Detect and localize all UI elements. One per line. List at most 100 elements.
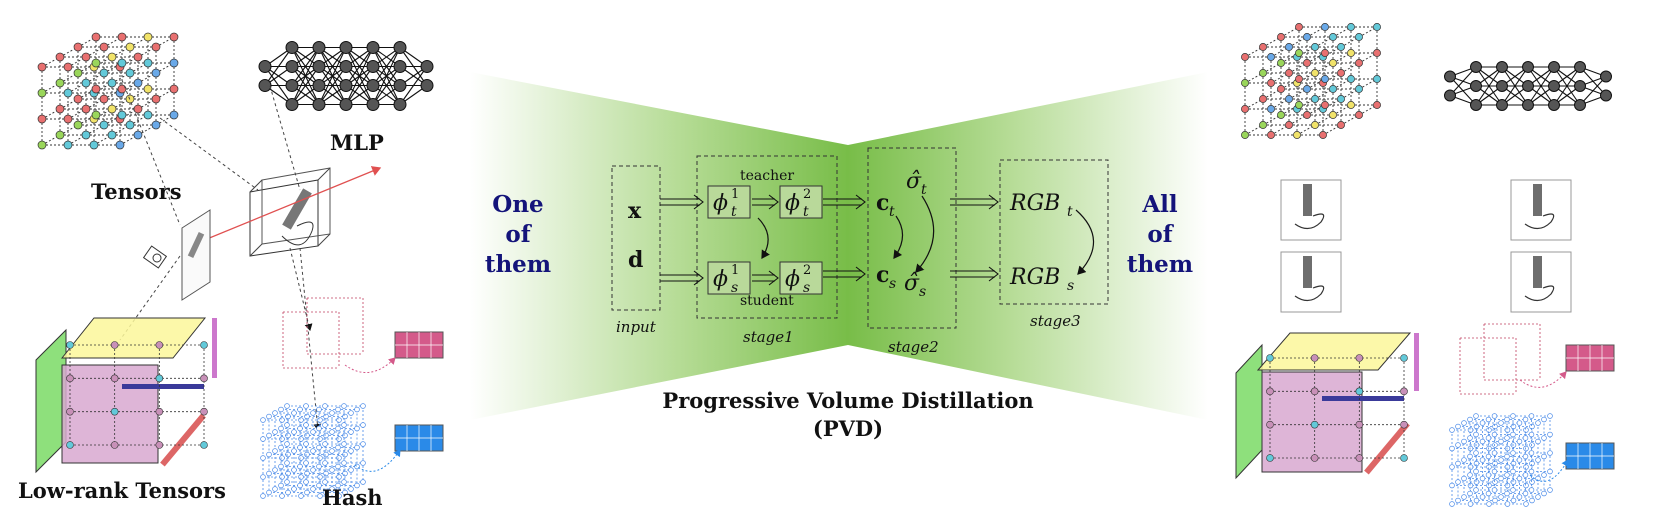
hash-node <box>1486 445 1492 452</box>
mlp-node <box>366 98 380 111</box>
tensors-label: Tensors <box>91 179 182 204</box>
hash-node <box>303 422 309 428</box>
svg-text:All: All <box>1141 191 1178 218</box>
grid-node <box>1355 454 1364 462</box>
hash-lookup-arrow <box>1529 459 1569 482</box>
hash-node <box>1528 413 1535 419</box>
hash-node <box>1486 482 1492 489</box>
pen-shape <box>1533 184 1542 216</box>
hash-node <box>354 425 360 432</box>
hash-node <box>260 474 266 480</box>
mlp-node <box>285 41 299 54</box>
mlp-node <box>1522 80 1534 92</box>
lattice-node <box>1277 33 1285 41</box>
mlp-edge <box>1449 66 1477 96</box>
lattice-node <box>91 84 101 94</box>
lattice-node <box>1295 75 1303 83</box>
lattice-node <box>107 78 117 88</box>
hash-node <box>1492 460 1498 467</box>
hash-node <box>303 479 309 485</box>
input-box <box>611 165 661 311</box>
one-of-them-text: One of them <box>485 191 551 278</box>
hash-node <box>316 482 322 489</box>
mlp-edge <box>1579 76 1607 106</box>
hash-node <box>1541 435 1547 441</box>
hash-node <box>336 493 342 499</box>
hash-node <box>1473 479 1480 485</box>
mlp-node <box>312 60 326 73</box>
hash-node <box>284 479 290 485</box>
mlp-network-icon-right <box>1444 61 1612 111</box>
hash-node <box>272 448 278 454</box>
lattice-node <box>1285 43 1293 51</box>
hash-node <box>1491 487 1498 493</box>
grid-node <box>200 407 208 416</box>
hash-node <box>1498 494 1504 500</box>
hash-node <box>1485 416 1492 423</box>
hash-node <box>1492 423 1498 430</box>
hash-node <box>1516 494 1523 500</box>
svg-text:of: of <box>1147 221 1174 248</box>
sigma-s-symbol: σ̂ s <box>904 271 926 300</box>
hash-node <box>291 410 297 416</box>
hash-node <box>354 444 360 451</box>
svg-text:s: s <box>803 280 810 296</box>
hash-node <box>304 413 310 420</box>
lattice-node <box>169 84 179 94</box>
hash-node <box>266 413 272 420</box>
hash-node <box>1523 501 1529 507</box>
lattice-node <box>1329 59 1337 67</box>
mlp-node <box>258 79 272 92</box>
lattice-node <box>37 114 47 124</box>
hash-node <box>304 432 310 439</box>
hash-node <box>360 403 366 409</box>
mlp-edge <box>1475 66 1503 106</box>
mlp-edge <box>291 47 320 105</box>
hash-node <box>316 425 322 432</box>
stage1-curve-arrow <box>757 217 770 260</box>
svg-text:RGB: RGB <box>1009 191 1060 216</box>
mlp-node <box>393 60 407 73</box>
hash-node <box>1504 490 1510 497</box>
lattice-node <box>1303 59 1311 67</box>
lattice-node <box>1355 59 1363 67</box>
lattice-node <box>1303 85 1311 93</box>
lattice-node <box>115 140 125 150</box>
stage1-box <box>696 155 838 319</box>
stage1-label: stage1 <box>743 328 794 346</box>
grid-node <box>200 341 208 349</box>
hash-node <box>310 410 316 416</box>
lattice-node <box>133 78 143 88</box>
tensor-grid-icon-right <box>1241 23 1381 139</box>
hash-node <box>284 441 290 447</box>
hash-node <box>323 432 329 439</box>
hash-node <box>329 448 335 454</box>
hash-node <box>285 432 291 439</box>
grid-node <box>66 441 74 449</box>
hash-node <box>310 448 316 454</box>
lattice-node <box>1347 101 1355 109</box>
mlp-node <box>1548 99 1560 111</box>
hash-node <box>1547 413 1553 419</box>
hash-node <box>335 463 341 470</box>
svg-text:s: s <box>731 280 738 296</box>
hash-node <box>1541 490 1547 497</box>
hash-node <box>348 467 354 473</box>
lattice-node <box>143 58 153 68</box>
hash-node <box>1522 490 1529 497</box>
mlp-node <box>285 79 299 92</box>
lattice-node <box>37 62 47 72</box>
hash-node <box>1547 431 1553 438</box>
hash-node <box>260 455 266 461</box>
lattice-node <box>117 84 127 94</box>
svg-text:s: s <box>1067 278 1074 294</box>
stage3-curve-arrow <box>1075 209 1095 275</box>
lattice-node <box>81 104 91 114</box>
hash-node <box>1510 442 1517 448</box>
hash-node <box>1461 475 1467 482</box>
hash-node <box>298 436 304 442</box>
hash-node <box>304 470 310 477</box>
lattice-node <box>1355 85 1363 93</box>
hash-node <box>1479 420 1486 426</box>
student-label: student <box>740 293 794 309</box>
